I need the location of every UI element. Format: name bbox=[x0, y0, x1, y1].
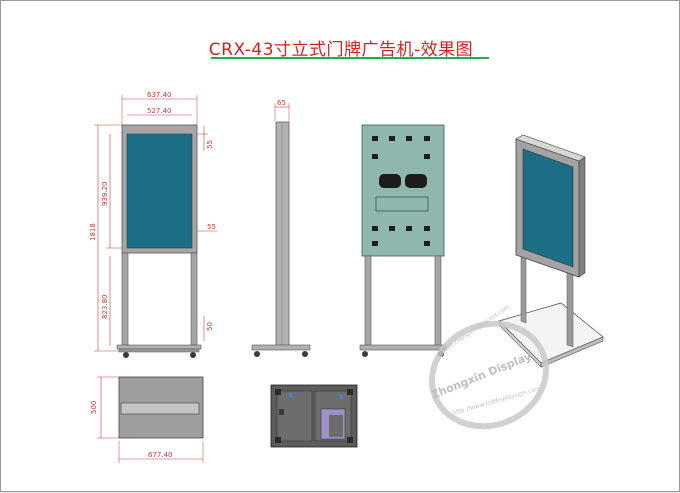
back-speaker-left bbox=[379, 174, 401, 188]
front-wheel-left bbox=[123, 352, 129, 358]
dim-base-width: 677.40 bbox=[148, 451, 173, 459]
side-wheel-right bbox=[302, 351, 308, 357]
front-wheel-right bbox=[190, 352, 196, 358]
perspective-screen bbox=[522, 148, 574, 268]
dim-leg-height: 823.80 bbox=[101, 295, 109, 320]
back-wheel-left bbox=[362, 351, 368, 357]
dim-base-height: 50 bbox=[206, 322, 214, 331]
dim-side-border: 55 bbox=[207, 223, 216, 231]
dim-front-outer-width: 637.40 bbox=[147, 91, 172, 99]
back-interface-box bbox=[375, 196, 429, 212]
dim-total-height: 1818 bbox=[89, 223, 97, 241]
side-view: 65 bbox=[251, 99, 311, 357]
perspective-view bbox=[498, 134, 604, 368]
front-screen bbox=[126, 133, 193, 249]
base-top-view: 500 677.40 bbox=[90, 376, 204, 463]
back-view bbox=[359, 124, 447, 357]
base-bottom-view bbox=[270, 384, 358, 448]
back-panel bbox=[361, 124, 445, 257]
back-speaker-right bbox=[405, 174, 427, 188]
front-view: 637.40 527.40 1818 939.20 823.80 55 55 5… bbox=[89, 91, 217, 358]
watermark-url-top: mail:zhengxin@zd-lcd.com bbox=[440, 304, 511, 355]
drawing-title: CRX-43寸立式门牌广告机-效果图 bbox=[208, 40, 474, 60]
side-wheel-left bbox=[254, 351, 260, 357]
dim-top-border: 55 bbox=[206, 140, 214, 149]
dim-front-inner-width: 527.40 bbox=[147, 107, 172, 115]
dim-base-depth: 500 bbox=[90, 401, 98, 414]
dim-side-depth: 65 bbox=[277, 99, 286, 107]
dim-screen-height: 939.20 bbox=[101, 182, 109, 207]
title-underline bbox=[211, 57, 489, 59]
